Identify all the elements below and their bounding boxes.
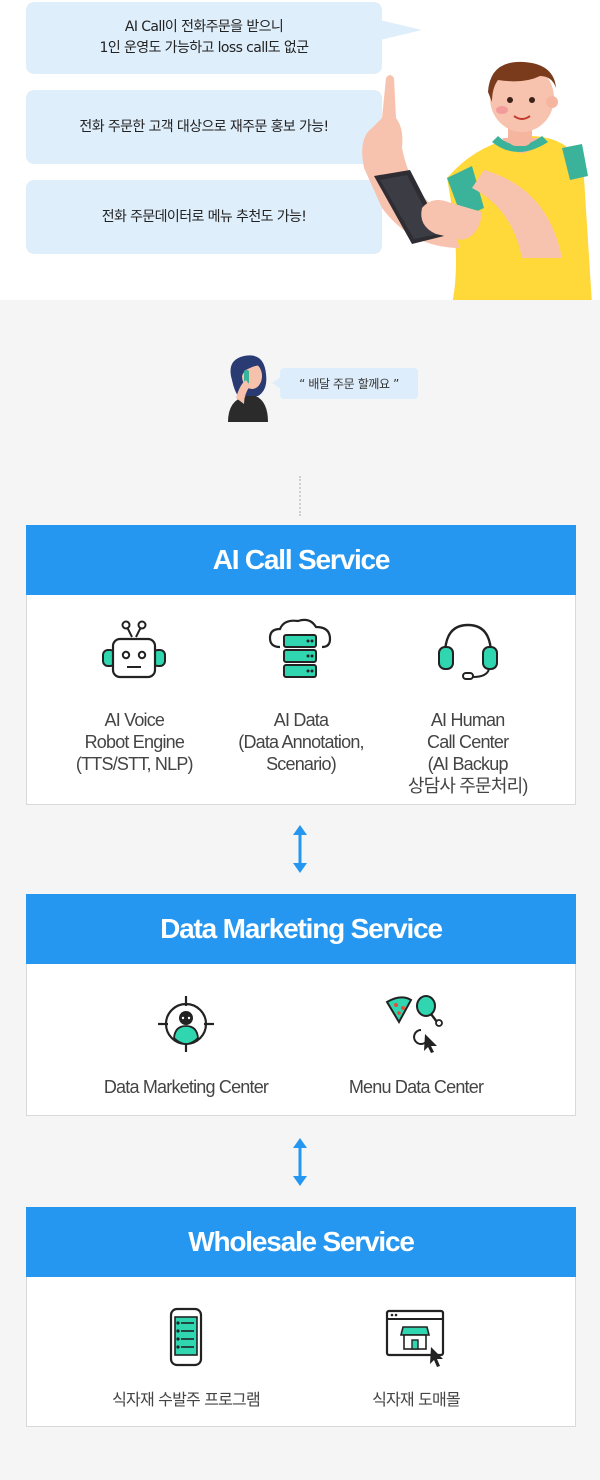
- target-user-icon: [158, 996, 214, 1052]
- service-item-ai-voice: AI Voice Robot Engine (TTS/STT, NLP): [51, 595, 218, 804]
- woman-on-phone-illustration: [228, 355, 268, 422]
- service-item-label: 식자재 수발주 프로그램: [112, 1390, 261, 1409]
- wholesale-service-panel: Wholesale Service 식자재 수발주 프로그램: [26, 1207, 576, 1427]
- service-item-label: AI Voice Robot Engine (TTS/STT, NLP): [75, 710, 194, 774]
- service-item-label: 식자재 도매몰: [372, 1390, 461, 1409]
- service-item-ai-human: AI Human Call Center (AI Backup 상담사 주문처리…: [384, 595, 551, 804]
- panel-items: 식자재 수발주 프로그램 식자재 도매몰: [27, 1277, 575, 1426]
- panel-title: Data Marketing Service: [26, 894, 576, 964]
- cloud-server-icon: [268, 618, 332, 678]
- caller-speech-bubble: “ 배달 주문 할께요 ”: [272, 368, 418, 399]
- service-item-label: AI Human Call Center (AI Backup 상담사 주문처리…: [407, 710, 529, 796]
- service-item-wholesale-mall: 식자재 도매몰: [301, 1277, 531, 1426]
- panel-items: AI Voice Robot Engine (TTS/STT, NLP) AI …: [27, 595, 575, 804]
- service-item-label: Menu Data Center: [348, 1077, 484, 1097]
- panel-items: Data Marketing Center Menu Data Center: [27, 964, 575, 1115]
- bubble-text: AI Call이 전화주문을 받으니 1인 운영도 가능하고 loss call…: [99, 19, 310, 56]
- headset-icon: [437, 623, 498, 680]
- panel-title: AI Call Service: [26, 525, 576, 595]
- service-item-label: Data Marketing Center: [103, 1077, 269, 1097]
- bubble-text: 전화 주문데이터로 메뉴 추천도 가능!: [101, 208, 307, 225]
- speech-bubble-2: 전화 주문한 고객 대상으로 재주문 홍보 가능!: [26, 90, 382, 164]
- store-window-icon: [385, 1309, 445, 1367]
- intro-section: AI Call이 전화주문을 받으니 1인 운영도 가능하고 loss call…: [0, 0, 600, 300]
- man-with-tablet-illustration: [362, 61, 592, 300]
- bubble-text: 전화 주문한 고객 대상으로 재주문 홍보 가능!: [79, 118, 329, 135]
- dotted-connector: [299, 476, 301, 516]
- service-item-menu-data-center: Menu Data Center: [301, 964, 531, 1115]
- service-item-data-marketing-center: Data Marketing Center: [71, 964, 301, 1115]
- ai-call-service-panel: AI Call Service AI Voice Robot Engine (T…: [26, 525, 576, 805]
- phone-list-icon: [169, 1307, 203, 1367]
- service-item-ai-data: AI Data (Data Annotation, Scenario): [218, 595, 385, 804]
- panel-title: Wholesale Service: [26, 1207, 576, 1277]
- food-click-icon: [385, 995, 443, 1053]
- speech-bubble-1: AI Call이 전화주문을 받으니 1인 운영도 가능하고 loss call…: [26, 2, 422, 74]
- service-item-ordering-program: 식자재 수발주 프로그램: [71, 1277, 301, 1426]
- service-item-label: AI Data (Data Annotation, Scenario): [238, 710, 364, 774]
- bidirectional-arrow-icon: [293, 825, 307, 873]
- data-marketing-service-panel: Data Marketing Service Data Marketing Ce…: [26, 894, 576, 1116]
- robot-icon: [102, 620, 167, 679]
- speech-bubble-3: 전화 주문데이터로 메뉴 추천도 가능!: [26, 180, 382, 254]
- bidirectional-arrow-icon: [293, 1138, 307, 1186]
